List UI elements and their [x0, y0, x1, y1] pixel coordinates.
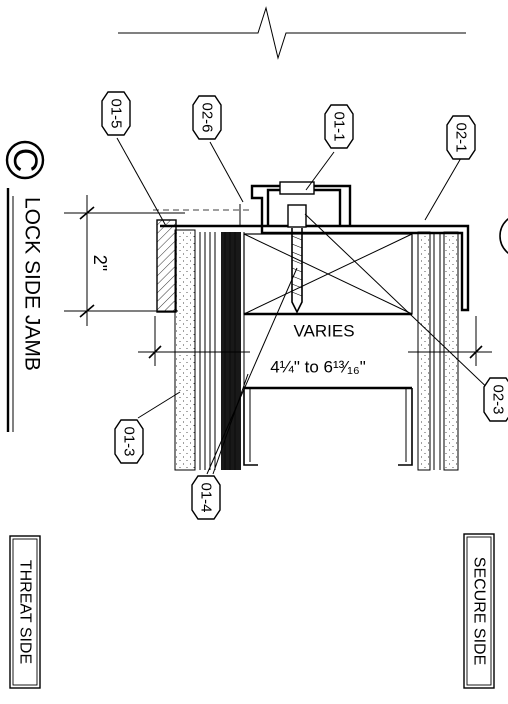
- cavity-x-2: [243, 233, 413, 315]
- screw-thread: [291, 235, 303, 297]
- leader-01-3: [137, 391, 181, 419]
- wood-blocking: [156, 219, 177, 313]
- screw-shank: [291, 228, 303, 314]
- threat-side-label: THREAT SIDE: [17, 560, 34, 664]
- dim-2in-label: 2": [90, 255, 110, 271]
- secure-side-box: SECURE SIDE: [463, 533, 495, 689]
- tag-01-1-label: 01-1: [331, 111, 348, 141]
- title: LOCK SIDE JAMB: [21, 197, 44, 371]
- threat-side-box: THREAT SIDE: [9, 535, 41, 689]
- partial-detail-bubble: [499, 218, 508, 254]
- tag-01-4-label: 01-4: [198, 482, 215, 512]
- dim-2in-tick-bottom: [79, 304, 95, 318]
- dim-varies-tick-left: [148, 345, 162, 359]
- tag-02-6: 02-6: [192, 95, 222, 140]
- leader-02-1: [424, 157, 462, 221]
- dim-varies-label: VARIES: [293, 322, 354, 341]
- leader-01-1: [305, 151, 335, 191]
- screw-head: [287, 204, 307, 228]
- stud-flange-right: [398, 388, 413, 466]
- tag-01-3: 01-3: [114, 419, 144, 464]
- dim-varies-tick-right: [469, 345, 483, 359]
- leader-01-4-a: [206, 267, 298, 475]
- tag-02-1: 02-1: [446, 115, 476, 160]
- tag-02-1-label: 02-1: [453, 122, 470, 152]
- stud-flange-left: [243, 388, 258, 466]
- leader-01-4-b: [212, 373, 249, 475]
- tag-02-3-label: 02-3: [490, 384, 507, 414]
- detail-bubble: [5, 140, 45, 180]
- leader-02-6: [209, 141, 244, 203]
- tag-02-3: 02-3: [483, 377, 508, 422]
- secure-side-label: SECURE SIDE: [471, 557, 488, 665]
- frame-hardware: [279, 181, 315, 195]
- wall-left-board: [174, 229, 196, 471]
- wall-right-layer: [443, 231, 459, 471]
- wall-right-board: [417, 231, 431, 471]
- dim-2in-tick-top: [79, 206, 95, 220]
- leader-02-3: [304, 213, 497, 397]
- tag-01-5-label: 01-5: [108, 98, 125, 128]
- tag-01-1: 01-1: [324, 104, 354, 149]
- break-line: [118, 6, 466, 60]
- detail-letter: C: [6, 148, 44, 173]
- dim-range-label: 4¼" to 6¹³⁄₁₆": [270, 358, 366, 377]
- tag-01-4: 01-4: [191, 475, 221, 520]
- tag-01-3-label: 01-3: [121, 426, 138, 456]
- tag-02-6-label: 02-6: [199, 102, 216, 132]
- wall-left-layers: [221, 232, 241, 470]
- tag-01-5: 01-5: [101, 91, 131, 136]
- leader-01-5: [116, 137, 167, 227]
